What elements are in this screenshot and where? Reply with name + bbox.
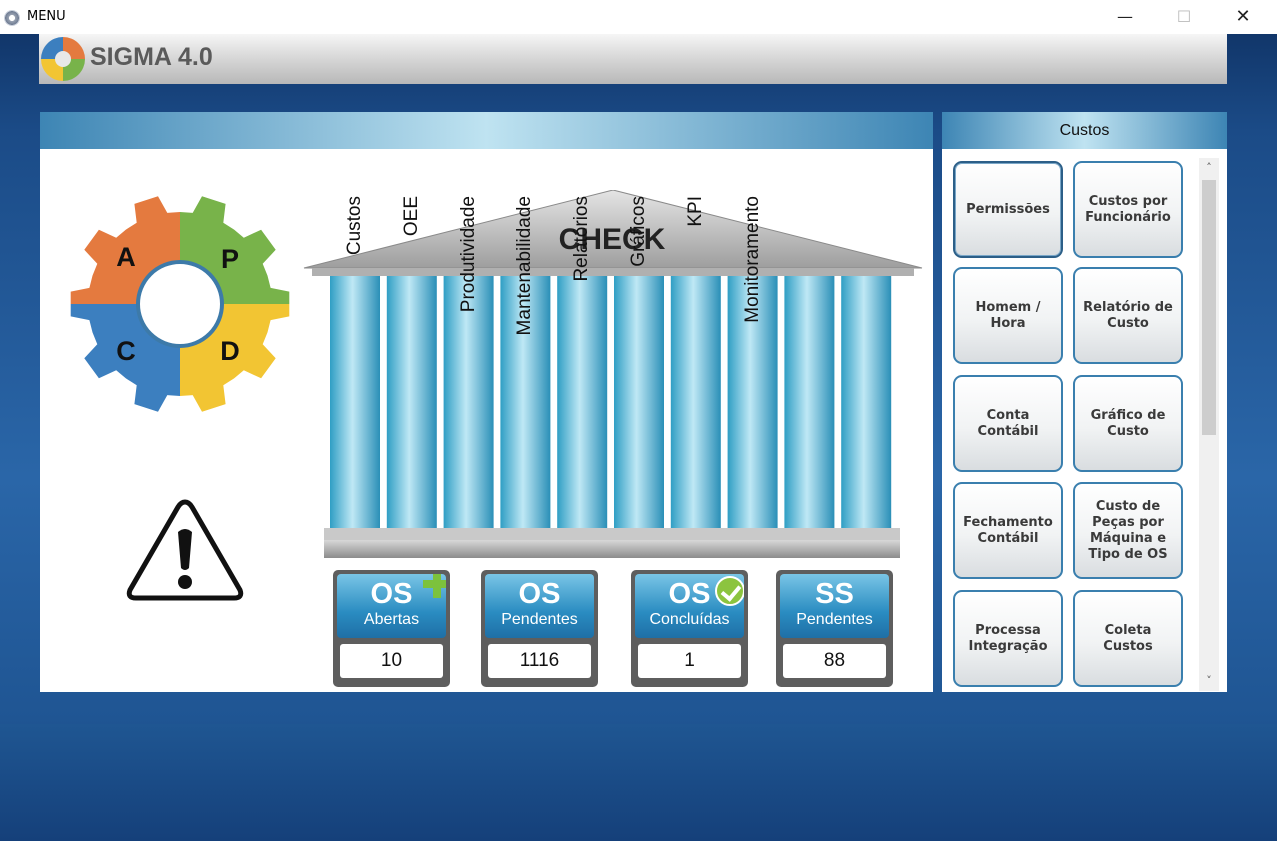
window-title: MENU — [27, 9, 66, 24]
temple-column-label: Custos — [344, 196, 365, 256]
minimize-button[interactable]: — — [1117, 7, 1133, 26]
temple-column[interactable] — [841, 276, 892, 528]
scroll-down-button[interactable]: ˅ — [1206, 674, 1212, 687]
temple-column[interactable] — [500, 276, 551, 528]
counter-big-label: OS — [518, 578, 561, 610]
check-icon — [715, 576, 744, 606]
conta-contabil-button[interactable]: Conta Contábil — [953, 375, 1063, 472]
main-panel-header — [40, 112, 933, 149]
app-background: SIGMA 4.0 A P C — [0, 34, 1277, 841]
temple-column-label: OEE — [400, 196, 422, 237]
counter-value: 1 — [638, 644, 741, 678]
counter-small-label: Abertas — [363, 611, 420, 628]
temple-column[interactable] — [784, 276, 835, 528]
counter-small-label: Pendentes — [501, 611, 578, 628]
temple-column-label: Monitoramento — [741, 196, 763, 323]
counter-ss-pendentes[interactable]: SS Pendentes 88 — [776, 570, 893, 687]
homem-hora-button[interactable]: Homem / Hora — [953, 267, 1063, 364]
product-label: Sigma ENTERPRISE. — [319, 808, 439, 822]
warning-icon[interactable] — [126, 498, 244, 602]
counter-big-label: OS — [370, 578, 413, 610]
headset-logo-icon — [1035, 757, 1091, 807]
temple-column[interactable] — [670, 276, 721, 528]
temple-title: CHECK — [558, 223, 666, 256]
fechamento-contabil-button[interactable]: Fechamento Contábil — [953, 482, 1063, 579]
user-status-box: Usuário:Administrador do Sistema Negócio… — [2, 791, 272, 833]
exit-button-label: Sair — [1185, 806, 1211, 822]
counter-value: 1116 — [488, 644, 591, 678]
coleta-custos-button[interactable]: Coleta Custos — [1073, 590, 1183, 687]
grafico-de-custo-button[interactable]: Gráfico de Custo — [1073, 375, 1183, 472]
custos-panel: Custos Permissões Custos por Funcionário… — [942, 112, 1227, 692]
home-button-label: Início — [904, 806, 942, 822]
user-label: Usuário:Administrador do Sistema — [9, 797, 215, 811]
temple-column-label: Mantenabilidade — [514, 196, 536, 336]
counter-small-label: Pendentes — [796, 611, 873, 628]
counter-os-pendentes[interactable]: OS Pendentes 1116 — [481, 570, 598, 687]
pdca-label-p: P — [221, 244, 239, 274]
pdca-label-d: D — [220, 336, 240, 366]
custos-por-funcionario-button[interactable]: Custos por Funcionário — [1073, 161, 1183, 258]
counter-os-concluidas-header: OS Concluídas — [635, 574, 744, 638]
temple-column-label: KPI — [684, 196, 706, 227]
counter-os-abertas[interactable]: OS Abertas 10 — [333, 570, 450, 687]
temple-column-label: Relatórios — [571, 196, 593, 282]
pdca-gear: A P C D — [68, 192, 292, 416]
plus-icon — [423, 574, 446, 598]
temple-column[interactable] — [443, 276, 494, 528]
maximize-button[interactable]: ☐ — [1176, 7, 1192, 26]
processa-integracao-button[interactable]: Processa Integração — [953, 590, 1063, 687]
app-name: SIGMA 4.0 — [90, 43, 213, 71]
pdca-label-c: C — [116, 336, 136, 366]
temple-column[interactable] — [727, 276, 778, 528]
temple-column-label — [797, 196, 821, 476]
help-button[interactable]: Ajuda — [1002, 738, 1124, 830]
app-gear-icon — [4, 10, 20, 26]
scroll-up-button[interactable]: ˄ — [1206, 161, 1212, 174]
custo-pecas-maquina-tipo-os-button[interactable]: Custo de Peças por Máquina e Tipo de OS — [1073, 482, 1183, 579]
check-temple: CHECK Custos OEE Produtividade Mantenabilid… — [302, 190, 924, 560]
counter-value: 88 — [783, 644, 886, 678]
counter-small-label: Concluídas — [649, 611, 730, 628]
version-box: Sigma ENTERPRISE. Versão: 2024.1.2.5 Sig… — [289, 791, 697, 833]
counter-value: 10 — [340, 644, 443, 678]
version-label: Versão: 2024.1.2.5 — [505, 797, 619, 811]
help-button-label: Ajuda — [1045, 806, 1081, 822]
exit-door-icon — [1179, 756, 1234, 806]
counter-ss-pendentes-header: SS Pendentes — [780, 574, 889, 638]
counter-os-pendentes-header: OS Pendentes — [485, 574, 594, 638]
temple-column-label: Produtividade — [457, 196, 479, 313]
sigma-logo-icon — [41, 37, 85, 81]
temple-icon — [878, 750, 968, 808]
window-titlebar: MENU — ☐ ✕ — [0, 0, 1277, 34]
relatorio-de-custo-button[interactable]: Relatório de Custo — [1073, 267, 1183, 364]
counter-os-abertas-header: OS Abertas — [337, 574, 446, 638]
temple-column[interactable] — [330, 276, 380, 528]
temple-column[interactable] — [386, 276, 437, 528]
counter-os-concluidas[interactable]: OS Concluídas 1 — [631, 570, 748, 687]
business-label: Negócio: INDUSTRIAL — [9, 815, 138, 829]
custos-panel-title: Custos — [942, 112, 1227, 149]
permissoes-button[interactable]: Permissões — [953, 161, 1063, 258]
temple-column[interactable] — [614, 276, 664, 528]
main-panel: A P C D — [40, 112, 933, 692]
exit-button[interactable]: Sair — [1137, 738, 1259, 830]
custos-scrollbar[interactable]: ˄ ˅ — [1199, 158, 1219, 691]
home-button[interactable]: Início — [862, 738, 984, 830]
temple-column-label: Gráficos — [628, 196, 649, 267]
counter-big-label: OS — [668, 578, 711, 610]
counter-big-label: SS — [815, 578, 854, 610]
app-header: SIGMA 4.0 — [39, 34, 1227, 84]
support-label: Sigma com Suporte — [487, 817, 630, 832]
temple-column-label — [854, 196, 878, 476]
temple-column[interactable] — [557, 276, 608, 528]
scroll-thumb[interactable] — [1202, 180, 1216, 435]
pdca-label-a: A — [116, 242, 136, 272]
close-button[interactable]: ✕ — [1235, 6, 1251, 27]
